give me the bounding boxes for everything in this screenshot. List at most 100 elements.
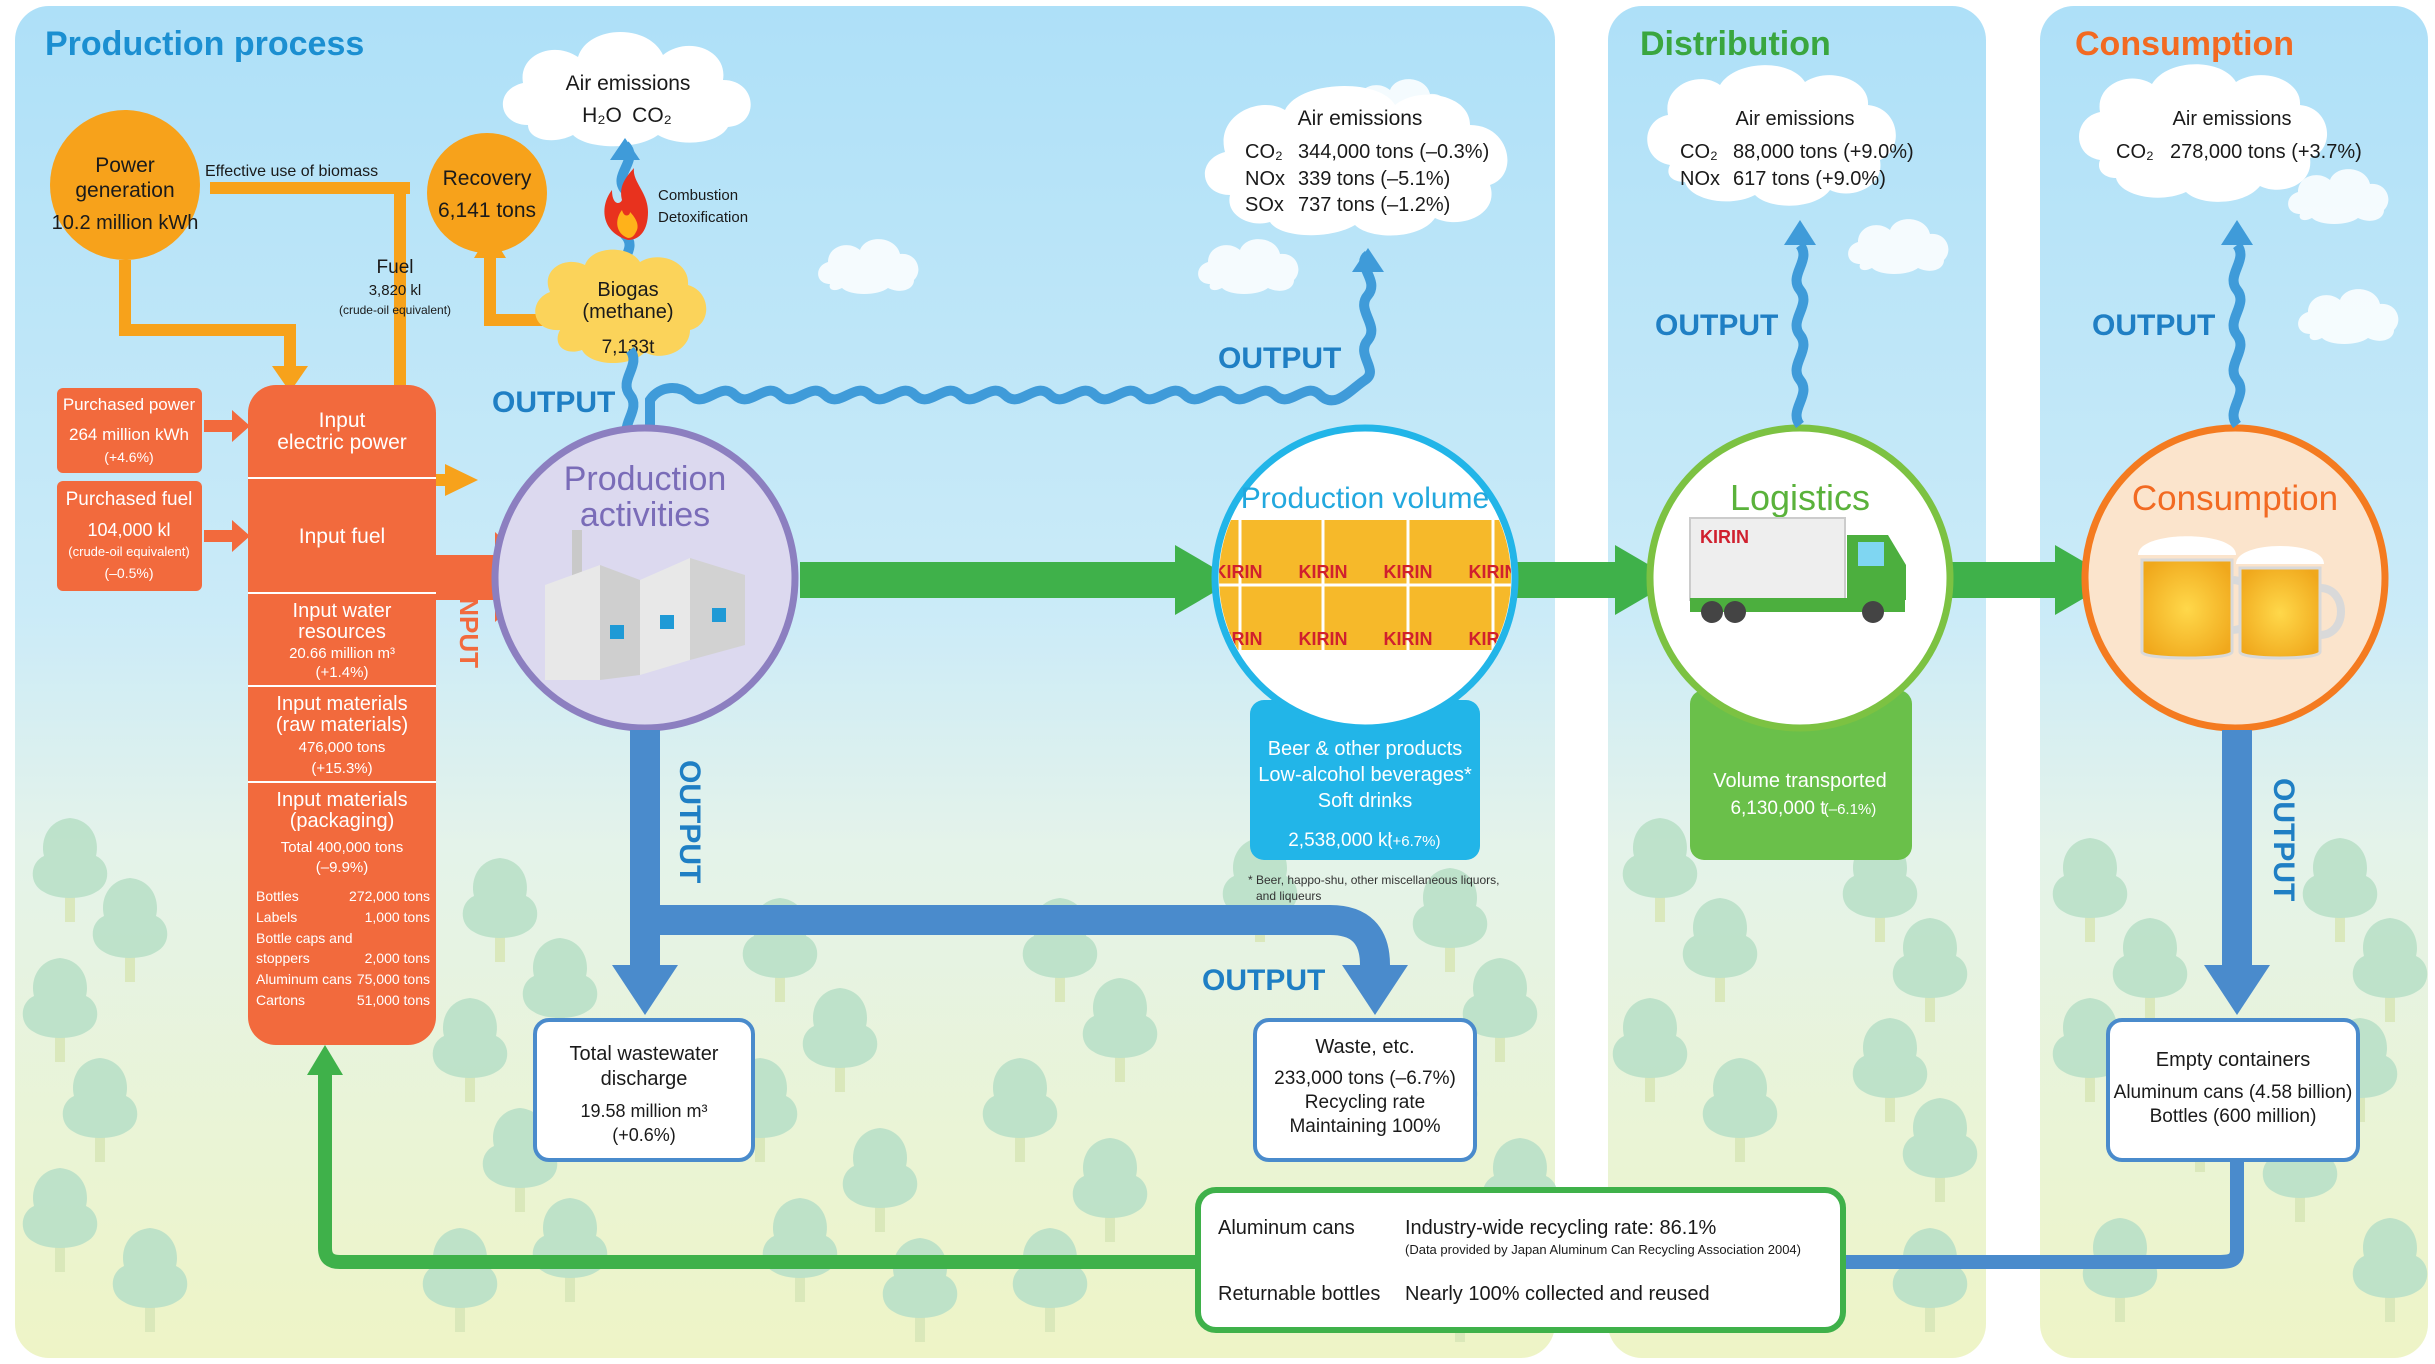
emissions-prod-gas: NOx (1245, 168, 1285, 190)
combustion-line2: Detoxification (658, 209, 748, 226)
emissions-dist-rows: CO₂ 88,000 tons (+9.0%) NOx 617 tons (+9… (1680, 141, 1914, 190)
purchased-fuel-note: (crude-oil equivalent) (68, 544, 189, 559)
emissions-cons-rows: CO₂ 278,000 tons (+3.7%) (2116, 141, 2362, 163)
emissions-prod-cloud (1204, 86, 1508, 236)
purchased-arrows (204, 410, 250, 552)
wastewater-line2: discharge (601, 1068, 688, 1090)
logistics-panel (1690, 690, 1912, 860)
emissions-prod-value: 737 tons (–1.2%) (1298, 194, 1450, 216)
biogas-node (535, 249, 707, 364)
cons-emission-wave (2228, 241, 2246, 429)
case-brand: KIRIN (1299, 562, 1348, 582)
truck-icon (1689, 517, 1906, 623)
purchased-power-title: Purchased power (63, 395, 196, 414)
production-volume-change: (+6.7%) (1388, 833, 1441, 850)
empty-containers-cans: Aluminum cans (4.58 billion) (2114, 1082, 2353, 1103)
production-volume-footnote1: * Beer, happo-shu, other miscellaneous l… (1248, 873, 1499, 887)
product-line: Beer & other products (1268, 738, 1463, 760)
emissions-top-title: Air emissions (566, 72, 691, 95)
kirin-cases: KIRIN KIRIN KIRIN KIRIN KIRIN KIRIN KIRI… (1219, 520, 1518, 650)
biogas-emission-arrowhead (610, 138, 640, 160)
pack-item-name: stoppers (256, 950, 310, 966)
cons-emission-arrowhead (2221, 220, 2253, 245)
consumption-node-title: Consumption (2132, 479, 2338, 518)
input-raw-change: (+15.3%) (311, 760, 372, 777)
wastewater-box (533, 1018, 755, 1162)
power-generation-value: 10.2 million kWh (52, 212, 199, 234)
input-water-value: 20.66 million m³ (289, 645, 395, 662)
wastewater-line1: Total wastewater (570, 1043, 719, 1065)
input-raw-value: 476,000 tons (299, 739, 386, 756)
truck-brand: KIRIN (1700, 527, 1749, 547)
emissions-dist-value: 617 tons (+9.0%) (1733, 168, 1886, 190)
cons-output-shaft (2222, 730, 2252, 970)
panel-title-distribution: Distribution (1640, 25, 1831, 63)
emissions-cons-gas: CO₂ (2116, 141, 2154, 163)
recovery-node (427, 133, 547, 253)
emissions-prod-value: 339 tons (–5.1%) (1298, 168, 1450, 190)
input-power-line1: Input (319, 409, 366, 432)
case-brand: KIRIN (1299, 629, 1348, 649)
waste-title: Waste, etc. (1315, 1036, 1414, 1058)
input-pack-line1: Input materials (276, 789, 407, 811)
emissions-prod-rows: CO₂ 344,000 tons (–0.3%) NOx 339 tons (–… (1245, 141, 1489, 216)
production-volume-value: 2,538,000 kl (1288, 830, 1392, 851)
fuel-title: Fuel (377, 257, 414, 278)
empty-containers-bottles: Bottles (600 million) (2150, 1106, 2317, 1127)
output-wave-to-emissions (645, 251, 1377, 440)
input-pack-items: Bottles 272,000 tons Labels 1,000 tons B… (256, 888, 430, 1008)
waste-box (1253, 1018, 1477, 1162)
emissions-prod-value: 344,000 tons (–0.3%) (1298, 141, 1489, 163)
output-label-cons: OUTPUT (2092, 309, 2215, 342)
recycling-loop-arrowhead (307, 1045, 343, 1075)
emissions-dist-gas: CO₂ (1680, 141, 1718, 163)
production-volume-panel (1250, 700, 1480, 860)
dist-emission-arrowhead (1784, 220, 1816, 245)
recycling-cans-value: Industry-wide recycling rate: 86.1% (1405, 1217, 1716, 1239)
purchased-fuel-value: 104,000 kl (87, 520, 170, 540)
waste-value: 233,000 tons (–6.7%) (1274, 1068, 1456, 1089)
logistics-title: Logistics (1730, 477, 1870, 518)
logistics-value: 6,130,000 t (1730, 798, 1826, 819)
purchased-power-change: (+4.6%) (104, 449, 153, 465)
container-return-line (1845, 1160, 2244, 1269)
recovery-title: Recovery (443, 167, 532, 190)
pack-item-name: Labels (256, 909, 297, 925)
emissions-cons-cloud (2079, 64, 2328, 202)
power-generation-line1: Power (95, 154, 155, 177)
panel-title-production: Production process (45, 25, 364, 63)
waste-line2: Recycling rate (1305, 1092, 1425, 1113)
emissions-cons-title: Air emissions (2173, 108, 2292, 130)
output-wave-arrowhead (1352, 248, 1384, 272)
case-brand: KIRIN (1469, 562, 1518, 582)
power-generation-node (50, 110, 200, 260)
input-power-line2: electric power (277, 431, 407, 454)
pack-item-value: 51,000 tons (357, 992, 430, 1008)
logistics-label: Volume transported (1713, 770, 1886, 792)
input-fuel: Input fuel (299, 525, 385, 548)
combustion-line1: Combustion (658, 187, 738, 204)
production-volume-title: Production volume (1241, 482, 1489, 515)
purchased-fuel-change: (–0.5%) (104, 565, 153, 581)
emissions-top-co2: CO₂ (632, 104, 672, 127)
empty-containers-title: Empty containers (2156, 1049, 2311, 1071)
output-label-dist: OUTPUT (1655, 309, 1778, 342)
emissions-prod-title: Air emissions (1298, 107, 1423, 130)
emissions-dist-value: 88,000 tons (+9.0%) (1733, 141, 1914, 163)
emissions-prod-gas: CO₂ (1245, 141, 1283, 163)
output-label-emissions: OUTPUT (1218, 342, 1341, 375)
logistics-change: (–6.1%) (1824, 801, 1877, 818)
output-label-biogas: OUTPUT (492, 386, 615, 419)
recovery-value: 6,141 tons (438, 199, 536, 222)
recycling-bottles-label: Returnable bottles (1218, 1283, 1380, 1305)
emissions-prod-gas: SOx (1245, 194, 1284, 216)
emissions-top-h2o: H₂O (582, 104, 622, 127)
wastewater-value: 19.58 million m³ (580, 1101, 707, 1121)
dist-emission-wave (1791, 241, 1809, 429)
input-pack-line2: (packaging) (290, 810, 395, 832)
biogas-value: 7,133t (602, 337, 656, 358)
empty-containers-box (2106, 1018, 2360, 1162)
biomass-label: Effective use of biomass (205, 163, 378, 180)
